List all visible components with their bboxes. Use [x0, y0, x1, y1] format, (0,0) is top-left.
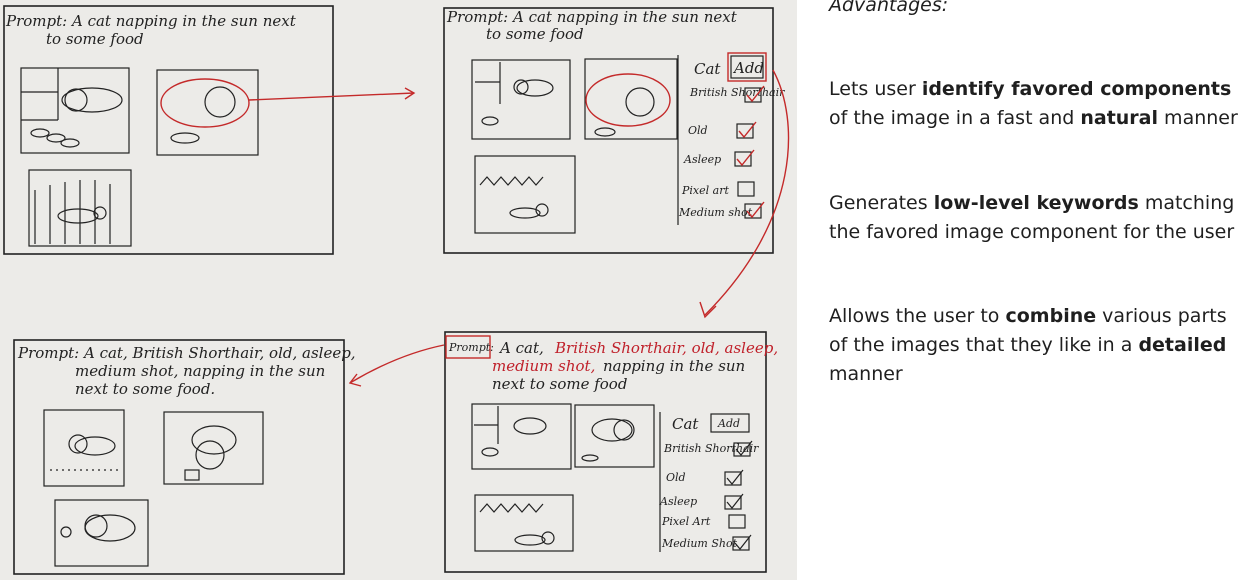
panel-3-frame	[13, 339, 345, 575]
panel-2-checkbox-2[interactable]	[736, 123, 754, 139]
panel-4-prompt-black-1: A cat,	[498, 339, 544, 357]
advantages-notes: Advantages: Lets user identify favored c…	[829, 0, 1249, 580]
panel-2-image-2	[584, 58, 678, 140]
panel-1-prompt-line-1: Prompt: A cat napping in the sun next	[5, 12, 297, 30]
panel-2-keyword-4: Pixel art	[681, 184, 729, 197]
panel-4-image-3	[474, 494, 574, 552]
panel-2-keyword-5: Medium shot	[678, 206, 753, 219]
panel-4-add-button[interactable]	[710, 413, 750, 433]
panel-4-keyword-list: Cat Add British Shorthair Old Asleep Pix…	[659, 412, 759, 552]
panel-2-keyword-header: Cat	[694, 60, 721, 78]
panel-2-image-3	[474, 155, 576, 234]
panel-3-image-1	[43, 409, 125, 487]
advantage-item-2: Generates low-level keywords matching th…	[829, 189, 1244, 247]
advantage-2-bold-1: low-level keywords	[933, 192, 1139, 214]
panel-2-checkbox-1[interactable]	[744, 87, 762, 103]
panel-4-keyword-2: Old	[666, 471, 686, 484]
panel-3: Prompt: A cat, British Shorthair, old, a…	[13, 339, 356, 575]
panel-2-keyword-2: Old	[688, 124, 708, 137]
sketch-drawing: Prompt: A cat napping in the sun next to…	[3, 5, 790, 575]
advantage-1-text-1: Lets user	[829, 78, 922, 100]
panel-4-checkbox-2[interactable]	[724, 471, 742, 486]
advantage-3-text-3: manner	[829, 363, 903, 385]
hand-drawn-sketch: Prompt: A cat napping in the sun next to…	[0, 0, 797, 580]
advantage-1-bold-2: natural	[1080, 107, 1159, 129]
panel-3-image-3	[54, 499, 149, 567]
panel-4-keyword-4: Pixel Art	[661, 515, 711, 528]
panel-4-keyword-5: Medium Shot	[661, 537, 738, 550]
panel-2-prompt-line-1: Prompt: A cat napping in the sun next	[446, 8, 738, 26]
advantages-title: Advantages:	[829, 0, 949, 16]
panel-3-image-2	[163, 411, 264, 485]
panel-2-add-button[interactable]	[730, 55, 764, 79]
panel-4-checkbox-5[interactable]	[732, 536, 750, 551]
advantage-3-text-2: various parts of the images that they li…	[829, 305, 1227, 356]
panel-4-add-label: Add	[717, 417, 740, 430]
panel-1-image-2	[156, 69, 416, 156]
advantage-1-bold-1: identify favored components	[921, 78, 1232, 100]
advantage-item-1: Lets user identify favored components of…	[829, 75, 1244, 133]
panel-1-frame	[3, 5, 334, 255]
panel-4-checkbox-1[interactable]	[733, 442, 751, 457]
panel-4-keyword-3: Asleep	[659, 495, 697, 508]
panel-4-image-2	[574, 404, 655, 468]
panel-2-prompt-line-2: to some food	[486, 25, 584, 43]
panel-4-frame	[444, 331, 767, 573]
panel-4-prompt-label: Prompt:	[448, 341, 494, 354]
advantage-3-text-1: Allows the user to	[829, 305, 1006, 327]
panel-4-image-1	[471, 403, 572, 470]
panel-4-keyword-1: British Shorthair	[663, 442, 759, 455]
panel-4-prompt-black-2: napping in the sun	[603, 357, 745, 375]
panel-3-prompt-line-3: next to some food.	[75, 380, 215, 398]
advantage-item-3: Allows the user to combine various parts…	[829, 302, 1244, 389]
panel-4-prompt-red-2: medium shot,	[492, 357, 595, 375]
panel-4-keyword-header: Cat	[672, 415, 699, 433]
panel-4-checkbox-3[interactable]	[724, 495, 742, 510]
advantage-2-text-2: matching the favored image component for…	[829, 192, 1235, 243]
panel-2-image-1	[471, 59, 571, 140]
panel-2-keyword-list: Cat Add British Shorthair Old Asleep Pix…	[677, 52, 785, 225]
panel-1: Prompt: A cat napping in the sun next to…	[3, 5, 416, 255]
panel-4-checkbox-4[interactable]	[728, 514, 746, 529]
panel-2-checkbox-4[interactable]	[737, 181, 755, 197]
advantage-2-text-1: Generates	[829, 192, 934, 214]
panel-3-prompt-line-1: Prompt: A cat, British Shorthair, old, a…	[17, 344, 356, 362]
panel-2-frame	[443, 7, 774, 254]
panel-4-prompt-black-3: next to some food	[492, 375, 627, 393]
arrow-panel-4-to-panel-3	[349, 344, 445, 384]
panel-1-image-1	[20, 67, 130, 154]
panel-2-keyword-3: Asleep	[683, 153, 721, 166]
panel-2-checkbox-5[interactable]	[744, 203, 762, 219]
arrow-panel-2-to-panel-4	[704, 69, 790, 316]
panel-2-add-label: Add	[732, 59, 764, 77]
panel-1-image-3	[28, 169, 132, 247]
panel-1-prompt-line-2: to some food	[46, 30, 144, 48]
panel-3-prompt-line-2: medium shot, napping in the sun	[75, 362, 325, 380]
advantage-1-text-2: of the image in a fast and	[829, 107, 1081, 129]
panel-2: Prompt: A cat napping in the sun next to…	[443, 7, 785, 254]
advantage-3-bold-1: combine	[1005, 305, 1097, 327]
panel-4: Prompt: A cat, British Shorthair, old, a…	[444, 331, 778, 573]
advantage-1-text-3: manner	[1158, 107, 1238, 129]
panel-4-prompt-red-1: British Shorthair, old, asleep,	[554, 339, 778, 357]
panel-2-keyword-1: British Shorthair	[689, 86, 785, 99]
advantage-3-bold-2: detailed	[1138, 334, 1227, 356]
panel-2-checkbox-3[interactable]	[734, 151, 752, 167]
